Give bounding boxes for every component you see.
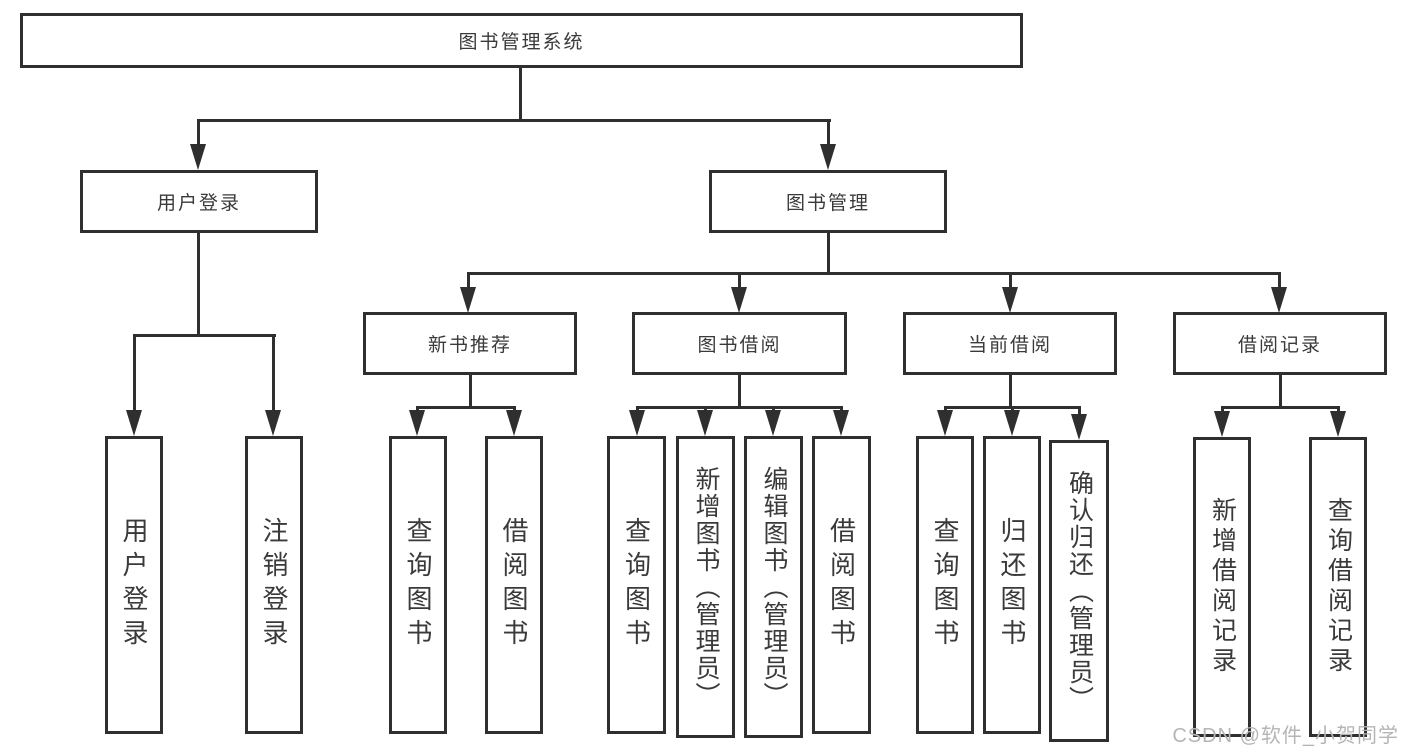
arrowhead-icon <box>460 287 476 313</box>
node-root-label: 图书管理系统 <box>458 32 585 53</box>
leaf-query-book-2-label: 查询图书 <box>621 517 652 653</box>
leaf-query-book-1: 查询图书 <box>389 436 447 734</box>
connector-line <box>197 119 200 151</box>
leaf-query-book-1-label: 查询图书 <box>403 517 433 653</box>
arrowhead-icon <box>190 144 206 170</box>
connector-line <box>197 119 831 122</box>
connector-line <box>133 334 136 426</box>
leaf-query-borrow-record: 查询借阅记录 <box>1309 437 1367 737</box>
node-root: 图书管理系统 <box>20 13 1023 68</box>
leaf-user-login: 用户登录 <box>105 436 163 734</box>
connector-line <box>416 406 516 409</box>
arrowhead-icon <box>1271 287 1287 313</box>
connector-line <box>1221 406 1340 409</box>
node-book-borrow: 图书借阅 <box>632 312 847 375</box>
arrowhead-icon <box>1002 287 1018 313</box>
arrowhead-icon <box>265 410 281 436</box>
leaf-confirm-return-admin: 确认归还（管理员） <box>1049 440 1109 742</box>
connector-line <box>469 373 472 409</box>
leaf-borrow-book-1: 借阅图书 <box>485 436 543 734</box>
arrowhead-icon <box>126 410 142 436</box>
node-book-management: 图书管理 <box>709 170 947 233</box>
leaf-add-book-admin: 新增图书（管理员） <box>676 436 735 738</box>
leaf-edit-book-admin-label: 编辑图书（管理员） <box>760 465 788 709</box>
connector-line <box>133 334 276 337</box>
leaf-edit-book-admin: 编辑图书（管理员） <box>744 436 803 738</box>
node-current-borrow: 当前借阅 <box>903 312 1117 375</box>
arrowhead-icon <box>937 410 953 436</box>
connector-line <box>738 373 741 409</box>
leaf-logout: 注销登录 <box>245 436 303 734</box>
leaf-query-book-3: 查询图书 <box>916 436 974 734</box>
node-new-book-recommend-label: 新书推荐 <box>427 335 512 356</box>
node-current-borrow-label: 当前借阅 <box>967 335 1052 356</box>
connector-line <box>636 406 843 409</box>
leaf-return-book-label: 归还图书 <box>997 517 1027 653</box>
node-borrow-record: 借阅记录 <box>1173 312 1387 375</box>
connector-line <box>519 66 522 122</box>
leaf-logout-label: 注销登录 <box>259 517 289 653</box>
node-user-login: 用户登录 <box>80 170 318 233</box>
arrowhead-icon <box>506 410 522 436</box>
leaf-confirm-return-admin-label: 确认归还（管理员） <box>1065 469 1094 713</box>
node-book-borrow-label: 图书借阅 <box>697 335 782 356</box>
node-user-login-label: 用户登录 <box>156 193 241 214</box>
arrowhead-icon <box>1071 414 1087 440</box>
connector-line <box>827 231 830 275</box>
node-borrow-record-label: 借阅记录 <box>1237 335 1322 356</box>
leaf-borrow-book-2-label: 借阅图书 <box>826 517 857 653</box>
leaf-query-book-3-label: 查询图书 <box>930 517 960 653</box>
leaf-add-borrow-record: 新增借阅记录 <box>1193 437 1251 737</box>
arrowhead-icon <box>820 144 836 170</box>
leaf-add-book-admin-label: 新增图书（管理员） <box>692 465 720 709</box>
connector-line <box>197 231 200 337</box>
arrowhead-icon <box>731 287 747 313</box>
arrowhead-icon <box>833 410 849 436</box>
leaf-borrow-book-2: 借阅图书 <box>812 436 871 734</box>
arrowhead-icon <box>629 410 645 436</box>
leaf-query-book-2: 查询图书 <box>607 436 666 734</box>
arrowhead-icon <box>1004 410 1020 436</box>
connector-line <box>1279 373 1282 409</box>
node-book-management-label: 图书管理 <box>785 193 870 214</box>
leaf-borrow-book-1-label: 借阅图书 <box>499 517 529 653</box>
leaf-query-borrow-record-label: 查询借阅记录 <box>1324 497 1353 677</box>
watermark-text: CSDN @软件_小贺同学 <box>1172 725 1399 747</box>
arrowhead-icon <box>765 410 781 436</box>
arrowhead-icon <box>697 410 713 436</box>
connector-line <box>827 119 830 151</box>
arrowhead-icon <box>1214 411 1230 437</box>
leaf-return-book: 归还图书 <box>983 436 1041 734</box>
connector-line <box>467 272 1281 275</box>
arrowhead-icon <box>409 410 425 436</box>
leaf-add-borrow-record-label: 新增借阅记录 <box>1208 497 1237 677</box>
connector-line <box>272 334 275 426</box>
arrowhead-icon <box>1330 411 1346 437</box>
leaf-user-login-label: 用户登录 <box>119 517 149 653</box>
node-new-book-recommend: 新书推荐 <box>363 312 577 375</box>
connector-line <box>1009 373 1012 409</box>
